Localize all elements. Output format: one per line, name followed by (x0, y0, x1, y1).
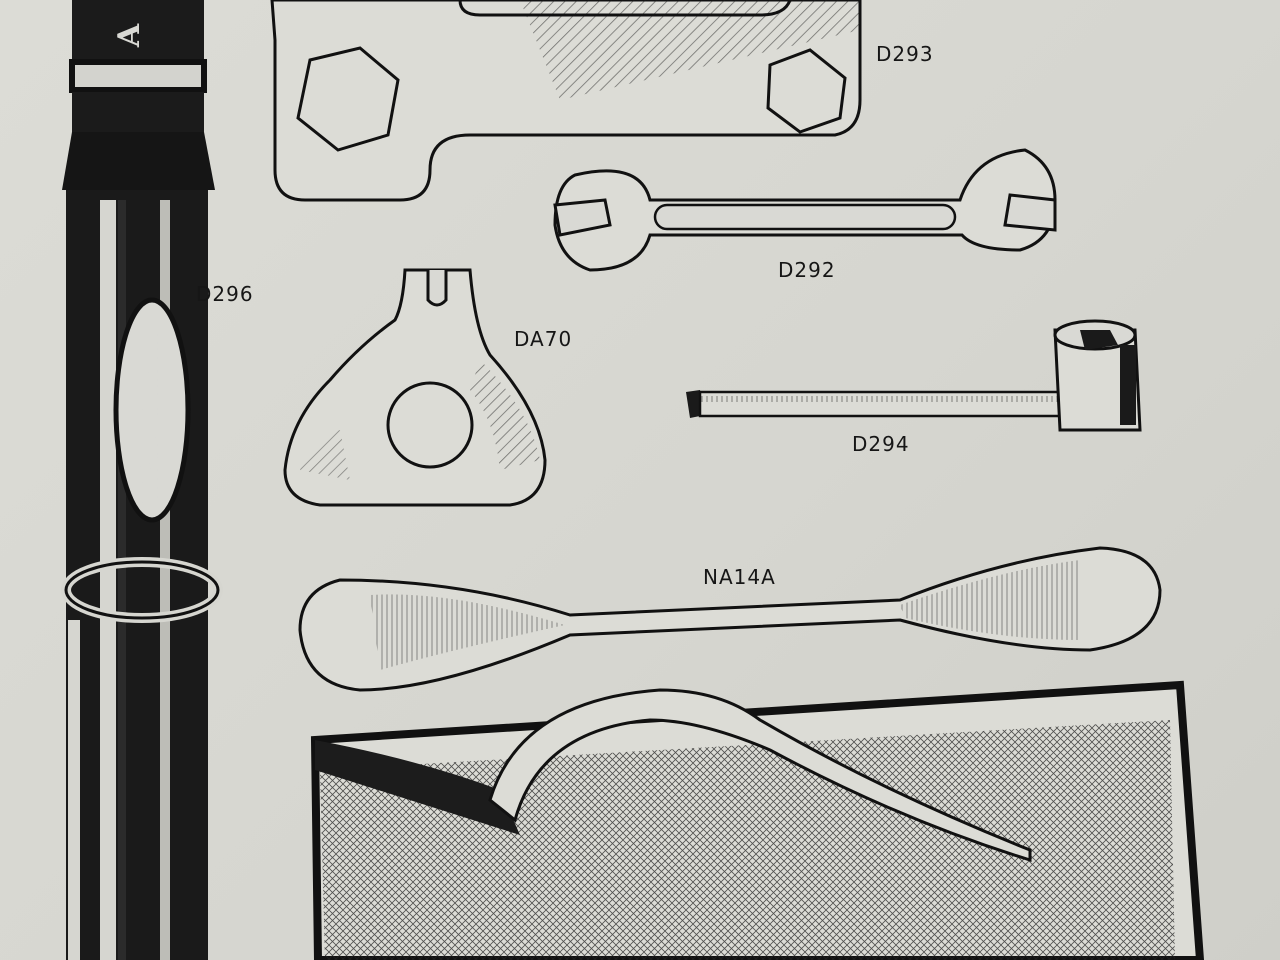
pump-brand-logo: TRIUMPH (132, 332, 167, 504)
open-spanner-illustration (553, 148, 1057, 272)
tyre-pump-illustration (61, 0, 223, 960)
box-spanner-illustration (270, 0, 862, 202)
tyre-lever-illustration (298, 546, 1162, 692)
tommy-bar-illustration (686, 319, 1142, 432)
pump-maker-mark: A (112, 23, 148, 48)
label-d293: D293 (876, 42, 934, 66)
adjuster-key-illustration (283, 268, 547, 507)
tool-roll-illustration (310, 680, 1205, 960)
label-d296: D296 (196, 282, 254, 306)
label-na14a: NA14A (703, 565, 776, 589)
label-d292: D292 (778, 258, 836, 282)
label-da70: DA70 (514, 327, 573, 351)
label-d294: D294 (852, 432, 910, 456)
